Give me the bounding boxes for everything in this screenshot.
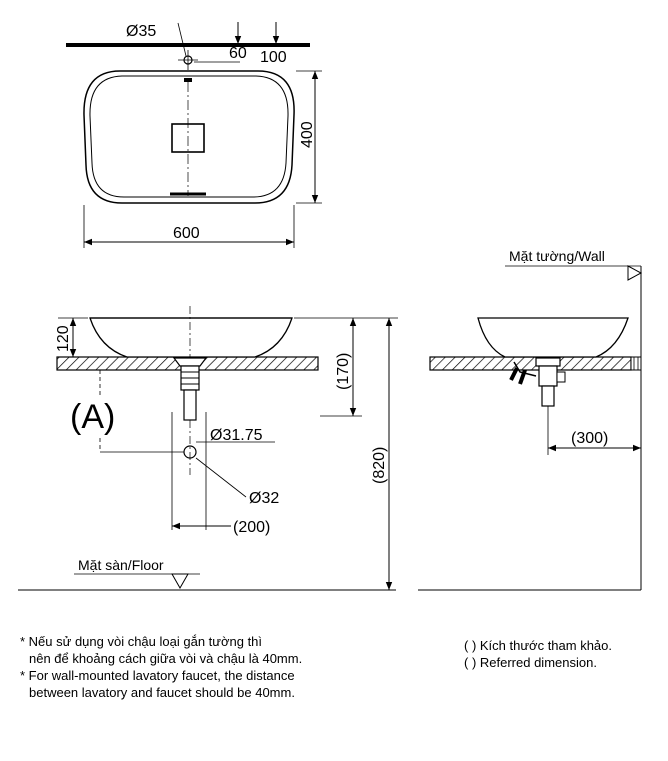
drain-square (171, 123, 205, 153)
note-vi-line1: * Nếu sử dụng vòi chậu loại gắn tường th… (20, 634, 263, 649)
front-view (18, 306, 398, 591)
drain-pipe (183, 389, 197, 421)
drain-diameter-label: Ø35 (126, 23, 156, 40)
ref-note-vi: ( ) Kích thước tham khảo. (464, 638, 613, 653)
reference-notes: ( ) Kích thước tham khảo. ( ) Referred d… (464, 637, 612, 671)
wall-distance-label: (300) (571, 430, 608, 447)
basin-inner-outline (89, 75, 289, 198)
depth-400-label: 400 (299, 121, 316, 148)
wall-label: Mặt tường/Wall (509, 248, 605, 264)
overflow-mark (184, 78, 192, 82)
bowl-height-label: 120 (55, 325, 72, 352)
note-vi-line2: nên để khoảng cách giữa vòi và chậu là 4… (29, 651, 303, 666)
pipe-diameter-label: Ø31.75 (210, 427, 263, 444)
wall-marker (627, 265, 643, 281)
note-en-line1: * For wall-mounted lavatory faucet, the … (20, 668, 295, 683)
side-view (418, 265, 643, 591)
trap-offset-label: (200) (233, 519, 270, 536)
installation-notes: * Nếu sử dụng vòi chậu loại gắn tường th… (20, 633, 302, 701)
note-en-line2: between lavatory and faucet should be 40… (29, 685, 295, 700)
basin-outer-outline (83, 70, 295, 204)
offset-60-label: 60 (229, 45, 247, 62)
bowl (89, 317, 293, 358)
floor-label: Mặt sàn/Floor (78, 557, 164, 573)
side-countertop (429, 356, 632, 371)
total-height-label: (820) (371, 447, 388, 484)
top-view (66, 22, 322, 248)
counter-to-top-label: (170) (335, 353, 352, 390)
ref-note-en: ( ) Referred dimension. (464, 655, 597, 670)
side-bowl (477, 317, 629, 358)
floor-marker (171, 573, 189, 590)
drain-flange (172, 357, 208, 367)
width-600-label: 600 (173, 225, 200, 242)
trap-diameter-label: Ø32 (249, 490, 279, 507)
detail-a-label: (A) (70, 398, 115, 436)
offset-100-label: 100 (260, 49, 287, 66)
popup-linkage (513, 361, 537, 377)
